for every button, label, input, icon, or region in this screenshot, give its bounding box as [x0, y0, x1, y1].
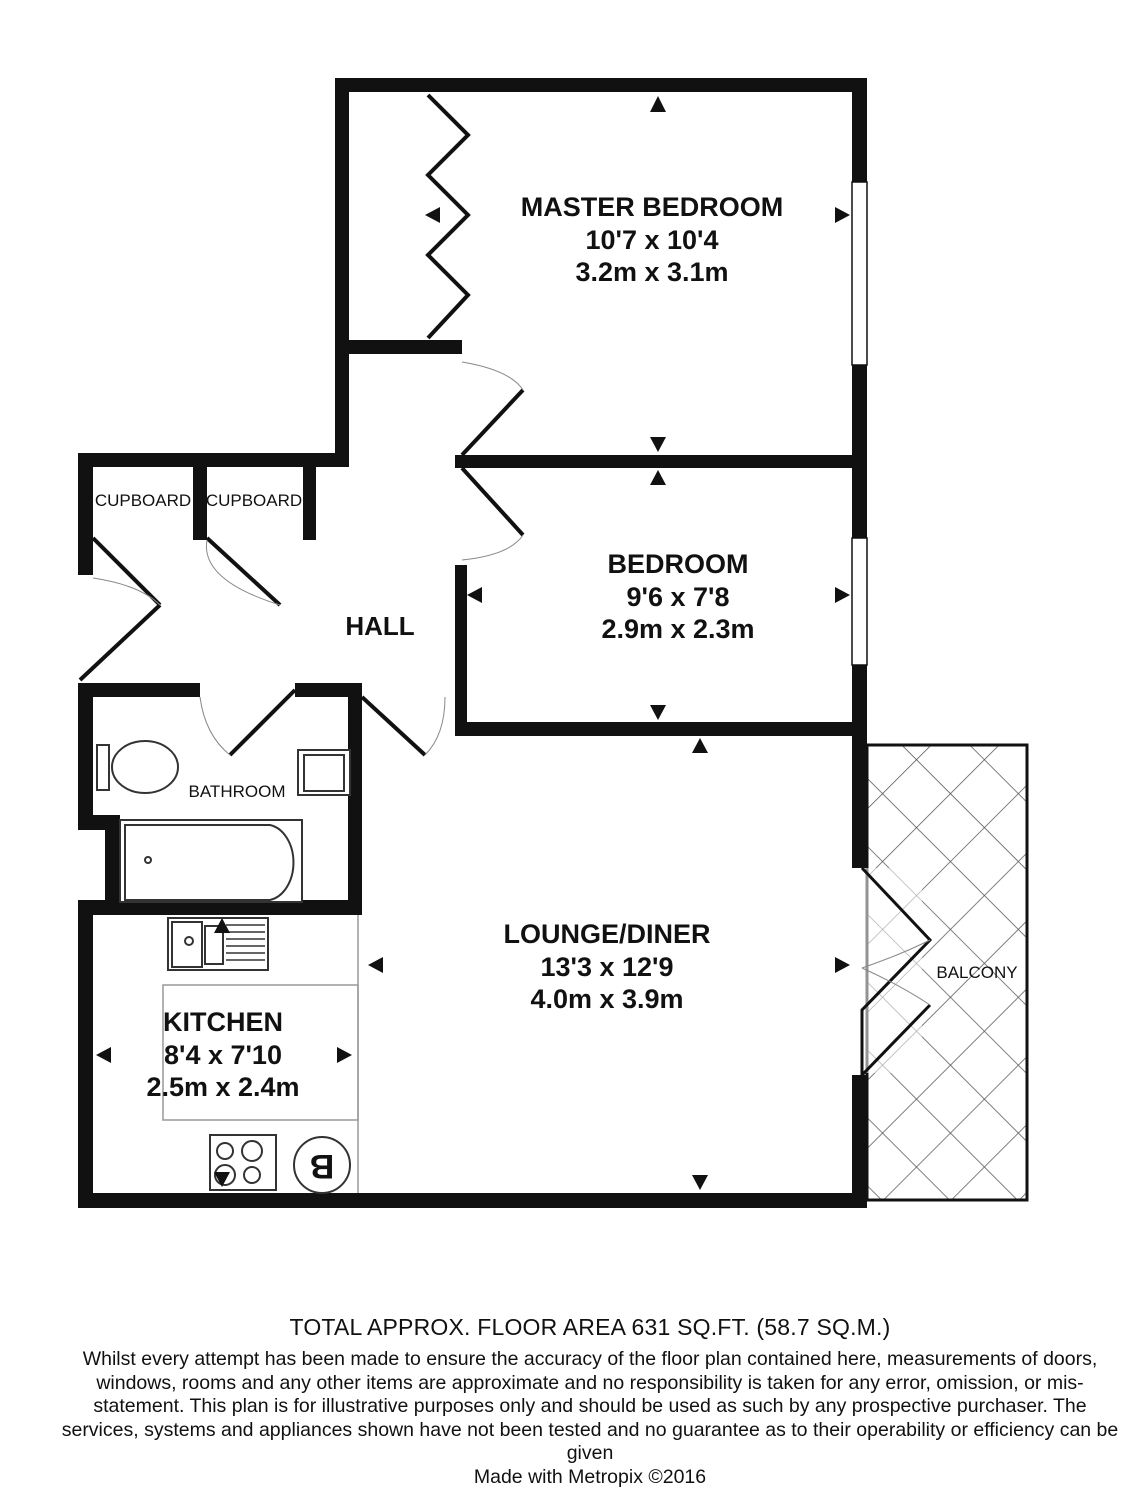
room-metric: 2.5m x 2.4m [146, 1072, 299, 1102]
balcony-doors [860, 866, 933, 1079]
room-bedroom: BEDROOM 9'6 x 7'8 2.9m x 2.3m [601, 549, 754, 644]
bathroom-door [228, 688, 297, 757]
room-metric: 2.9m x 2.3m [601, 614, 754, 644]
cupboard1-door [91, 536, 162, 607]
room-lounge: LOUNGE/DINER 13'3 x 12'9 4.0m x 3.9m [503, 919, 710, 1014]
bedroom-door [460, 466, 525, 537]
room-name: MASTER BEDROOM [521, 192, 784, 222]
room-name: BEDROOM [608, 549, 749, 579]
window-bedroom [851, 537, 868, 666]
total-floor-area: TOTAL APPROX. FLOOR AREA 631 SQ.FT. (58.… [289, 1314, 891, 1340]
room-cupboard-2: CUPBOARD [206, 491, 302, 510]
room-imperial: 10'7 x 10'4 [586, 225, 719, 255]
boiler-icon [293, 1136, 351, 1194]
room-balcony: BALCONY [936, 963, 1017, 982]
window-master [851, 181, 868, 366]
disclaimer: Whilst every attempt has been made to en… [61, 1348, 1119, 1464]
room-name: LOUNGE/DINER [503, 919, 710, 949]
room-imperial: 8'4 x 7'10 [164, 1040, 282, 1070]
room-hall: HALL [345, 611, 414, 641]
lounge-door [360, 695, 427, 757]
worktop-outline [162, 915, 359, 1193]
room-cupboard-1: CUPBOARD [95, 491, 191, 510]
bath-icon [119, 819, 303, 903]
room-metric: 4.0m x 3.9m [530, 984, 683, 1014]
room-bathroom: BATHROOM [189, 782, 286, 801]
door-swings [92, 361, 931, 1006]
balcony [862, 743, 1029, 1202]
doors [78, 93, 933, 1079]
room-imperial: 13'3 x 12'9 [541, 952, 674, 982]
room-imperial: 9'6 x 7'8 [627, 582, 730, 612]
made-with-credit: Made with Metropix ©2016 [473, 1466, 707, 1488]
front-door [78, 603, 162, 682]
basin-icon [297, 749, 351, 796]
toilet-icon [96, 740, 179, 794]
floor-plan: B MASTER BEDROOM 10'7 x 10'4 3.2m x 3.1m… [78, 78, 1029, 1208]
windows [851, 181, 868, 666]
wardrobe-doors [425, 93, 471, 340]
cupboard2-door [205, 536, 282, 607]
room-kitchen: KITCHEN 8'4 x 7'10 2.5m x 2.4m [146, 1007, 299, 1102]
room-master-bedroom: MASTER BEDROOM 10'7 x 10'4 3.2m x 3.1m [521, 192, 784, 287]
boiler-label: B [310, 1147, 335, 1185]
master-door [460, 388, 525, 457]
room-name: KITCHEN [163, 1007, 283, 1037]
room-metric: 3.2m x 3.1m [575, 257, 728, 287]
dimension-arrows [96, 96, 850, 1190]
